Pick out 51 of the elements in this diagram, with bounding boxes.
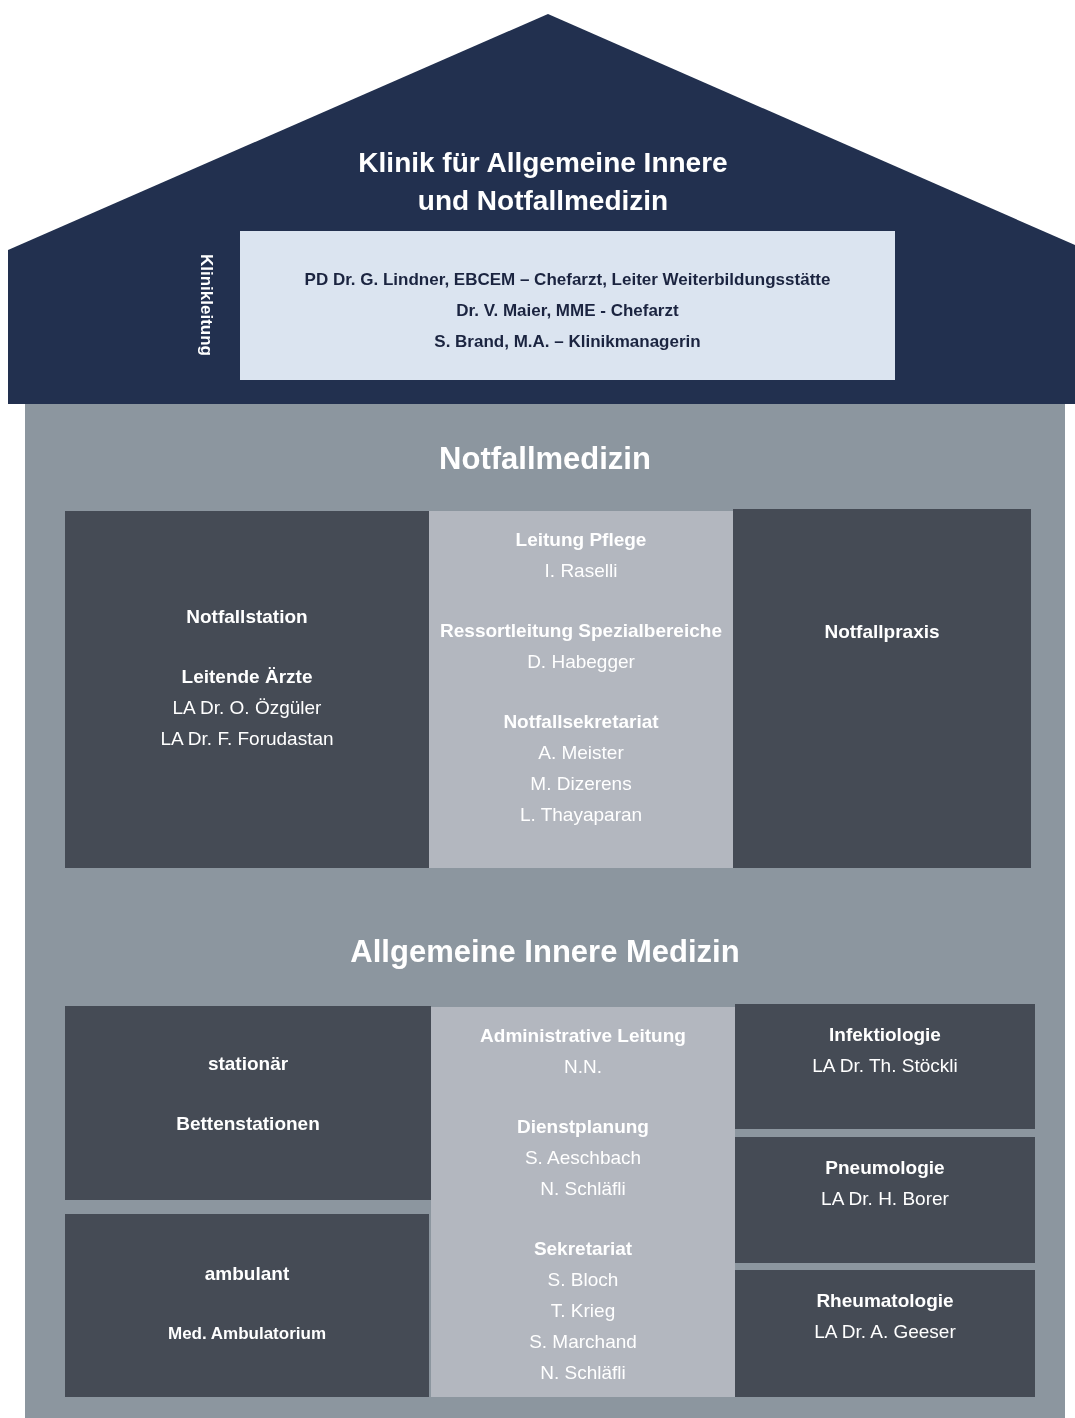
heading-text: Notfallstation	[185, 605, 309, 629]
name-text: D. Habegger	[526, 650, 636, 674]
management-panel	[240, 231, 895, 380]
staff-panel	[431, 1007, 735, 1397]
department-box	[733, 509, 1031, 868]
name-text: LA Dr. A. Geeser	[813, 1320, 957, 1344]
heading-text: Leitende Ärzte	[180, 665, 314, 689]
department-box	[65, 1006, 431, 1200]
heading-text: ambulant	[203, 1262, 291, 1286]
heading-text: Pneumologie	[824, 1156, 946, 1180]
name-text: N.N.	[563, 1055, 603, 1079]
clinic-title: Klinik für Allgemeine Innere und Notfallmedizin	[357, 146, 729, 218]
heading-text: Notfallsekretariat	[502, 710, 660, 734]
name-text: LA Dr. H. Borer	[820, 1187, 950, 1211]
name-text: M. Dizerens	[529, 772, 633, 796]
heading-text: Sekretariat	[532, 1237, 634, 1261]
heading-text: Infektiologie	[828, 1023, 942, 1047]
heading-text: Leitung Pflege	[514, 528, 648, 552]
department-box	[735, 1270, 1035, 1397]
name-text: LA Dr. F. Forudastan	[159, 727, 335, 751]
name-text: LA Dr. O. Özgüler	[171, 696, 323, 720]
vertical-label: Klinikleitung	[196, 253, 216, 358]
name-text: A. Meister	[537, 741, 625, 765]
heading-text: Notfallpraxis	[823, 620, 941, 644]
name-text: I. Raselli	[543, 559, 619, 583]
heading-text: PD Dr. G. Lindner, EBCEM – Chefarzt, Leiter Weiterbildungsstätte	[303, 269, 832, 291]
heading-text: S. Brand, M.A. – Klinikmanagerin	[433, 331, 702, 353]
name-text: S. Bloch	[546, 1268, 620, 1292]
department-box	[735, 1137, 1035, 1263]
heading-text: Dr. V. Maier, MME - Chefarzt	[455, 300, 680, 322]
heading-text: Med. Ambulatorium	[166, 1323, 327, 1345]
staff-panel	[429, 511, 733, 868]
heading-text: Administrative Leitung	[479, 1024, 687, 1048]
name-text: S. Aeschbach	[523, 1146, 643, 1170]
name-text: S. Marchand	[528, 1330, 638, 1354]
heading-text: Ressortleitung Spezialbereiche	[439, 619, 723, 643]
department-box	[65, 1214, 429, 1397]
name-text: T. Krieg	[549, 1299, 617, 1323]
section-heading: Allgemeine Innere Medizin	[349, 933, 741, 971]
heading-text: Rheumatologie	[815, 1289, 955, 1313]
name-text: N. Schläfli	[539, 1361, 627, 1385]
name-text: N. Schläfli	[539, 1177, 627, 1201]
department-box	[65, 511, 429, 868]
heading-text: stationär	[206, 1052, 290, 1076]
heading-text: Dienstplanung	[516, 1115, 650, 1139]
name-text: L. Thayaparan	[518, 803, 644, 827]
section-heading: Notfallmedizin	[438, 440, 652, 478]
section-background	[25, 404, 1065, 1418]
name-text: LA Dr. Th. Stöckli	[811, 1054, 959, 1078]
heading-text: Bettenstationen	[175, 1112, 321, 1136]
department-box	[735, 1004, 1035, 1129]
